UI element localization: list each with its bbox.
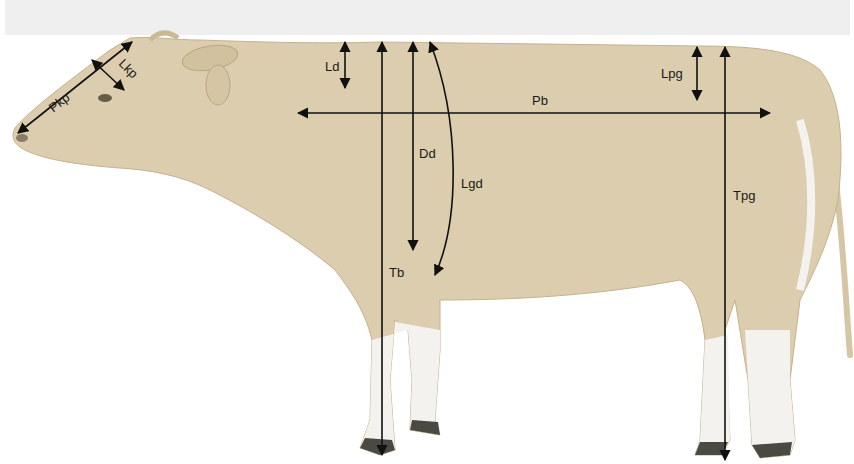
- measure-arrow: [724, 47, 726, 460]
- measure-arrow: [18, 42, 132, 133]
- white-legs: [695, 330, 795, 458]
- measurement-label: Tpg: [733, 189, 755, 202]
- measurement-label: Ld: [325, 60, 339, 73]
- top-band: [5, 0, 850, 35]
- measure-arrow: [298, 112, 770, 114]
- white-legs: [360, 322, 440, 455]
- measurement-label: Dd: [419, 147, 436, 160]
- measure-arrow: [381, 42, 383, 455]
- measure-arrows: [18, 42, 770, 460]
- measure-arrow: [696, 47, 698, 100]
- horn: [150, 33, 178, 40]
- measure-arrow: [412, 42, 414, 250]
- cow-body: [13, 37, 841, 458]
- measurement-label: Lpg: [661, 67, 683, 80]
- measurement-label: Pb: [532, 94, 548, 107]
- ear: [206, 65, 230, 105]
- measure-arrow: [344, 42, 346, 88]
- nose: [16, 134, 28, 142]
- hooves: [360, 420, 792, 458]
- white-patch: [800, 120, 811, 290]
- eye: [98, 94, 112, 102]
- measurement-label: Tb: [389, 266, 404, 279]
- measurement-label: Lgd: [461, 177, 483, 190]
